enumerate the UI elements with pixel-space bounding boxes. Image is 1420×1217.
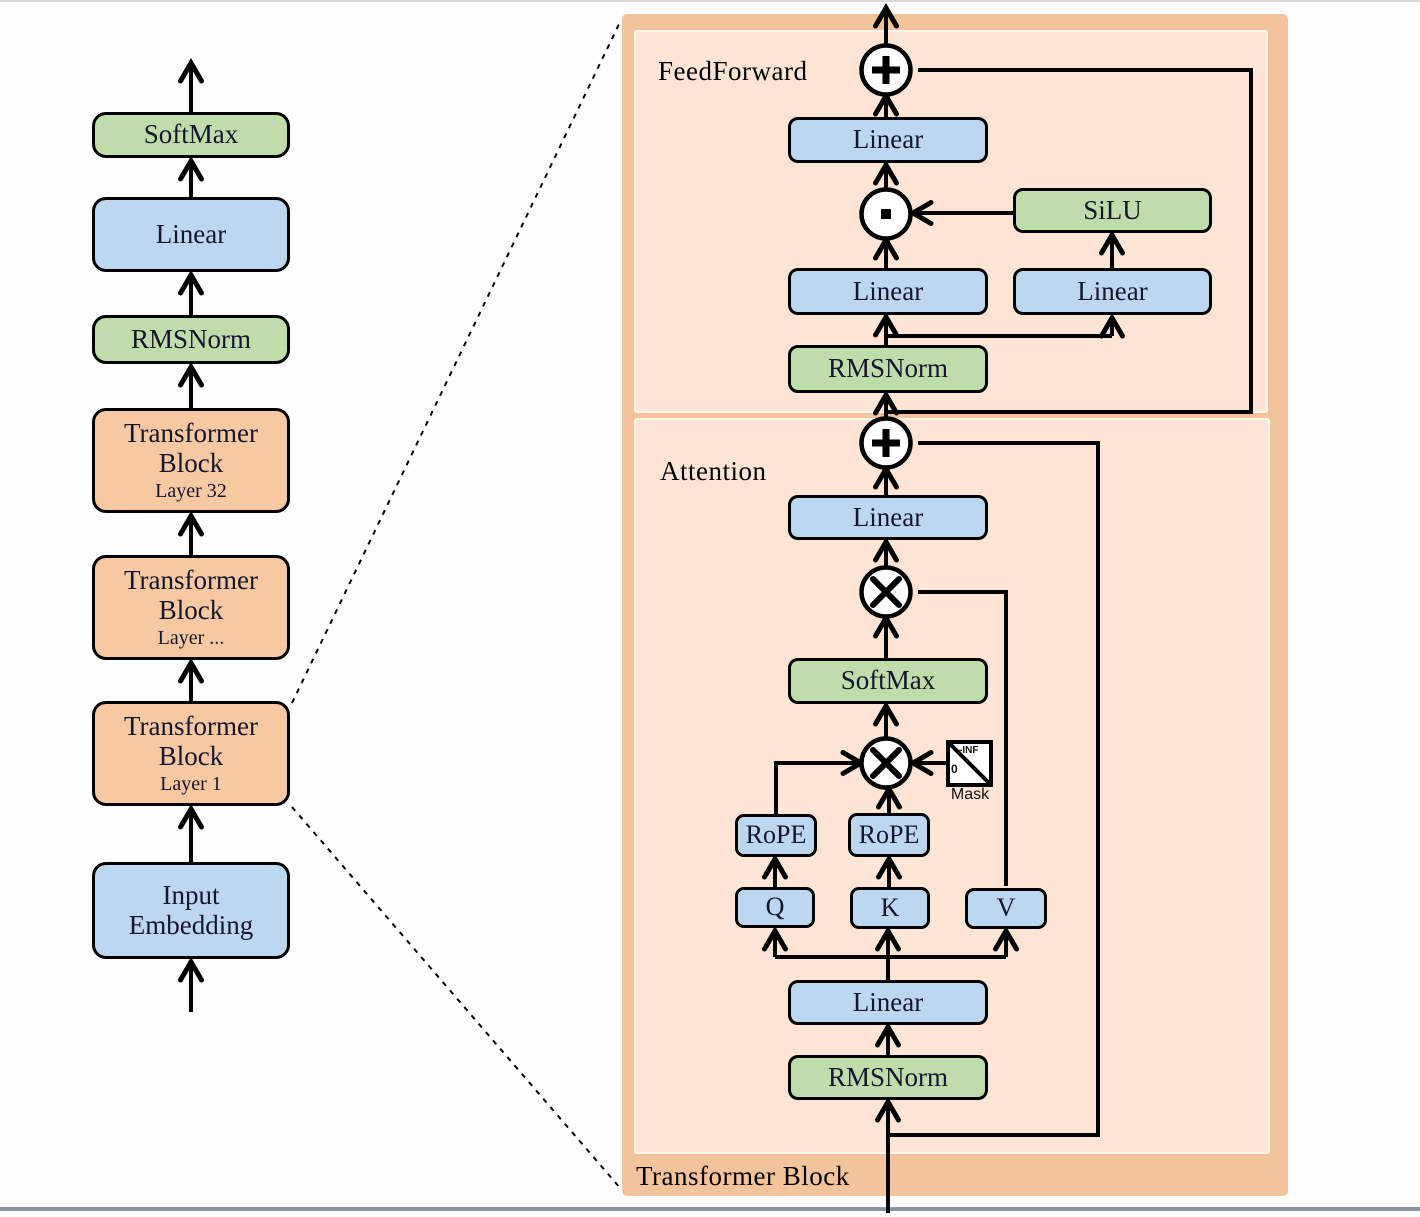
left-block-transformer-layer-mid: Transformer Block Layer ... xyxy=(92,555,290,660)
ff-linear-up-label: Linear xyxy=(1077,275,1148,306)
att-linear-out-label: Linear xyxy=(852,501,924,532)
mask-zero-value: 0 xyxy=(951,762,958,776)
left-block-linear: Linear xyxy=(92,197,290,272)
left-block-input-embedding: Input Embedding xyxy=(92,862,290,959)
ff-linear-gate: Linear xyxy=(788,268,988,315)
left-block-rmsnorm-label: RMSNorm xyxy=(130,323,252,354)
att-rmsnorm: RMSNorm xyxy=(788,1055,988,1100)
attention-title: Attention xyxy=(660,456,767,486)
att-linear-in: Linear xyxy=(788,980,988,1025)
causal-mask-icon xyxy=(946,740,993,787)
ff-silu: SiLU xyxy=(1013,188,1212,233)
bottom-border-line xyxy=(0,1207,1420,1211)
mask-label: Mask xyxy=(950,786,990,803)
ff-linear-gate-label: Linear xyxy=(852,275,924,306)
top-border-line xyxy=(0,0,1420,2)
transformer-block-mid-sublabel: Layer ... xyxy=(157,627,225,650)
att-rope-k: RoPE xyxy=(848,813,930,857)
att-k-label: K xyxy=(880,892,900,922)
input-embedding-label: Input Embedding xyxy=(128,879,254,940)
ff-silu-label: SiLU xyxy=(1083,194,1142,225)
att-rope-k-label: RoPE xyxy=(858,819,920,849)
left-block-softmax-label: SoftMax xyxy=(143,119,239,150)
matmul-attnv-icon xyxy=(859,565,913,619)
feedforward-title: FeedForward xyxy=(658,56,808,86)
left-block-softmax: SoftMax xyxy=(92,112,290,158)
transformer-block-mid-label: Transformer Block xyxy=(124,564,258,625)
left-block-transformer-layer32: Transformer Block Layer 32 xyxy=(92,408,290,513)
residual-add-attention-icon xyxy=(859,416,913,470)
att-v-label: V xyxy=(996,893,1016,923)
left-block-rmsnorm: RMSNorm xyxy=(92,315,290,364)
arrow-heads xyxy=(178,3,1125,1123)
left-block-transformer-layer1: Transformer Block Layer 1 xyxy=(92,701,290,806)
ff-rmsnorm: RMSNorm xyxy=(788,345,988,393)
elementwise-product-icon xyxy=(859,187,913,241)
transformer-block-1-label: Transformer Block xyxy=(124,710,258,771)
transformer-block-32-sublabel: Layer 32 xyxy=(155,480,227,503)
left-block-linear-label: Linear xyxy=(155,218,227,249)
att-q-label: Q xyxy=(765,892,785,922)
transformer-block-32-label: Transformer Block xyxy=(124,417,258,478)
ff-rmsnorm-label: RMSNorm xyxy=(827,353,949,384)
att-softmax: SoftMax xyxy=(788,658,988,704)
att-linear-in-label: Linear xyxy=(852,986,924,1017)
att-rope-q: RoPE xyxy=(735,814,817,857)
ff-linear-out-label: Linear xyxy=(852,124,924,155)
transformer-block-1-sublabel: Layer 1 xyxy=(160,773,222,796)
att-linear-out: Linear xyxy=(788,495,988,540)
transformer-block-label: Transformer Block xyxy=(636,1161,850,1191)
mask-inf-value: -INF xyxy=(959,745,979,756)
att-k: K xyxy=(850,887,930,929)
ff-linear-out: Linear xyxy=(788,117,988,163)
matmul-qk-icon xyxy=(859,736,913,790)
operator-nodes xyxy=(859,43,993,790)
ff-linear-up: Linear xyxy=(1013,268,1212,315)
residual-add-ff-icon xyxy=(859,43,913,97)
att-rope-q-label: RoPE xyxy=(745,820,807,850)
att-rmsnorm-label: RMSNorm xyxy=(827,1061,949,1092)
att-q: Q xyxy=(735,887,815,928)
att-softmax-label: SoftMax xyxy=(840,665,936,696)
att-v: V xyxy=(965,888,1047,929)
